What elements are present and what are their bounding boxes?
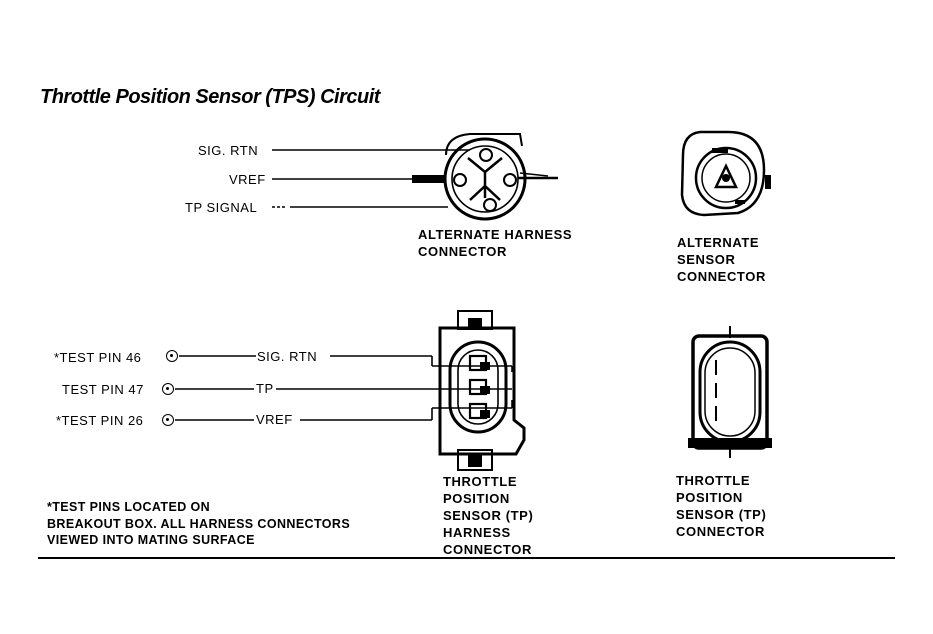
signal-label-tp: TP xyxy=(256,381,274,396)
alt-harness-label-vref: VREF xyxy=(229,172,266,187)
tp-sensor-connector xyxy=(688,326,772,458)
alternate-sensor-connector xyxy=(680,130,771,217)
tp-harness-connector xyxy=(438,310,526,471)
test-pin-46-icon xyxy=(166,350,178,362)
test-pin-note: *TEST PINS LOCATED ON BREAKOUT BOX. ALL … xyxy=(47,500,351,547)
bottom-rule xyxy=(38,557,895,559)
alt-harness-label-sig-rtn: SIG. RTN xyxy=(198,143,259,158)
signal-label-vref: VREF xyxy=(256,412,293,427)
alternate-harness-connector xyxy=(412,133,558,221)
test-pin-26-label: *TEST PIN 26 xyxy=(56,413,144,428)
diagram-title: Throttle Position Sensor (TPS) Circuit xyxy=(40,86,380,108)
signal-label-sig-rtn: SIG. RTN xyxy=(257,349,318,364)
alt-sensor-caption: ALTERNATE SENSOR CONNECTOR xyxy=(677,235,766,284)
tp-sensor-caption: THROTTLE POSITION SENSOR (TP) CONNECTOR xyxy=(676,473,767,539)
alt-harness-caption: ALTERNATE HARNESS CONNECTOR xyxy=(418,227,573,259)
test-pin-26-icon xyxy=(162,414,174,426)
test-pin-47-label: TEST PIN 47 xyxy=(62,382,144,397)
test-pin-47-icon xyxy=(162,383,174,395)
alt-harness-label-tp-signal: TP SIGNAL xyxy=(185,200,258,215)
tp-harness-caption: THROTTLE POSITION SENSOR (TP) HARNESS CO… xyxy=(443,474,534,557)
test-pin-46-label: *TEST PIN 46 xyxy=(54,350,142,365)
